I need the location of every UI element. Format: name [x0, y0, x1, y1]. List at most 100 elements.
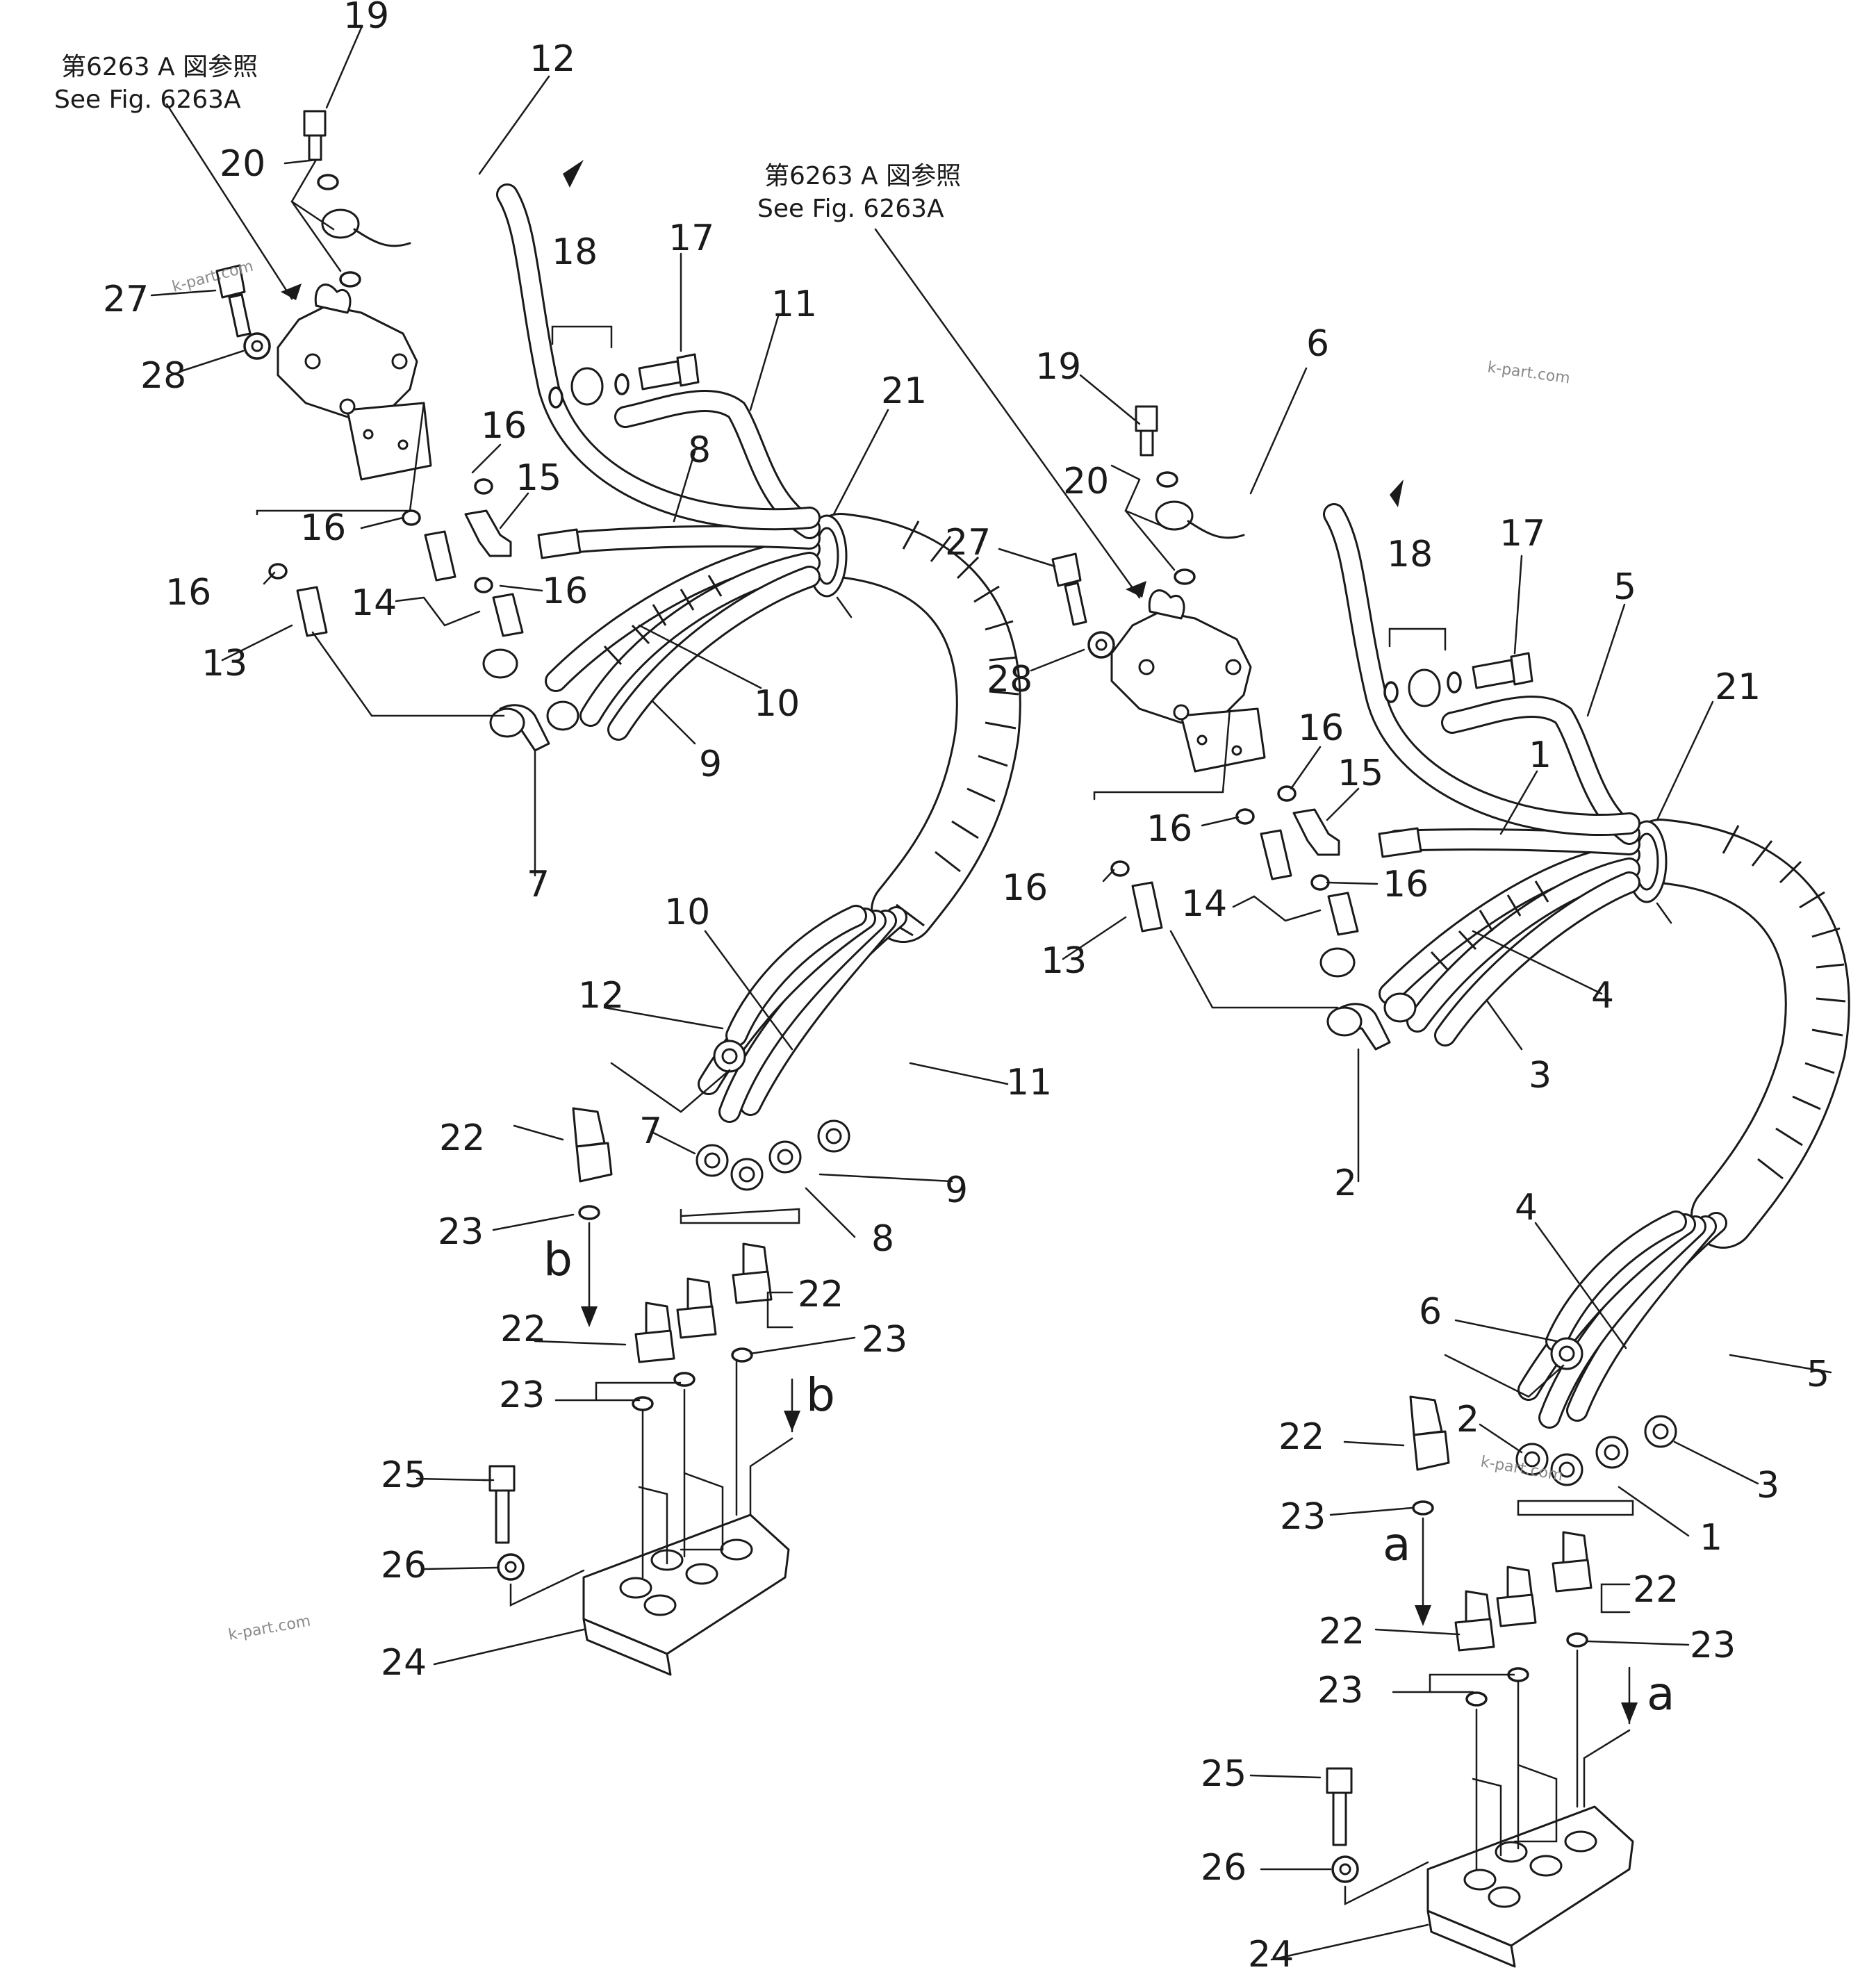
left-lower-hoses: [696, 905, 907, 1191]
callout-1: 1: [1529, 734, 1552, 776]
callout-21: 21: [1715, 666, 1761, 708]
callout-15: 15: [516, 457, 561, 499]
callout-27: 27: [103, 279, 149, 320]
callout-18: 18: [552, 231, 598, 273]
left-elbow-fittings-22: [572, 1107, 773, 1411]
left-hose-bundle: [806, 513, 1021, 943]
callout-24: 24: [381, 1642, 427, 1684]
callout-23: 23: [438, 1211, 484, 1253]
right-elbow-fittings-22: [1409, 1395, 1593, 1707]
callout-20: 20: [1063, 461, 1109, 502]
callout-3: 3: [1756, 1465, 1779, 1507]
right-small-fittings: [1051, 405, 1533, 1051]
callout-23: 23: [499, 1374, 545, 1416]
callout-14: 14: [351, 582, 397, 624]
right-leaders: [874, 228, 1832, 1961]
callout-2: 2: [1456, 1399, 1479, 1440]
right-callouts: 19 6 20 27 28 18 17 5 21 1 16 16 16 16 1…: [757, 162, 1829, 1970]
callout-4: 4: [1515, 1187, 1538, 1229]
callout-7: 7: [527, 864, 550, 905]
right-manifold-block-24: [1326, 1767, 1634, 1968]
callout-13: 13: [201, 643, 247, 684]
left-leaders: [150, 26, 1009, 1666]
callout-16: 16: [1298, 707, 1344, 749]
fig-reference-jp: 第6263 A 図参照: [61, 53, 258, 81]
callout-19: 19: [343, 0, 389, 37]
callout-22: 22: [439, 1117, 485, 1159]
callout-15: 15: [1338, 753, 1383, 794]
callout-16: 16: [1002, 867, 1048, 909]
callout-6: 6: [1419, 1291, 1442, 1333]
fig-reference-en: See Fig. 6263A: [54, 85, 241, 114]
left-assembly: 19 12 20 27 28 18 17 11 21 16 16 16 16 1…: [54, 0, 1052, 1684]
callout-23: 23: [1280, 1496, 1326, 1538]
callout-16: 16: [300, 507, 346, 549]
callout-25: 25: [1201, 1753, 1246, 1795]
callout-26: 26: [1201, 1847, 1246, 1889]
callout-10: 10: [664, 892, 710, 933]
callout-16: 16: [1383, 864, 1429, 905]
callout-13: 13: [1041, 940, 1087, 982]
callout-23: 23: [862, 1319, 907, 1361]
callout-16: 16: [165, 572, 211, 614]
fig-reference-jp: 第6263 A 図参照: [764, 162, 961, 190]
right-hose-bundle: [1626, 819, 1850, 1249]
callout-23: 23: [1317, 1670, 1363, 1712]
callout-3: 3: [1529, 1055, 1552, 1097]
callout-17: 17: [1499, 513, 1545, 555]
callout-5: 5: [1613, 566, 1636, 608]
callout-4: 4: [1591, 975, 1614, 1017]
flow-letter-b: b: [806, 1368, 835, 1422]
callout-11: 11: [1006, 1062, 1052, 1103]
left-pilot-valve: [277, 284, 432, 481]
callout-8: 8: [871, 1218, 894, 1260]
callout-28: 28: [987, 659, 1032, 700]
callout-17: 17: [668, 217, 714, 259]
flow-letter-a: a: [1647, 1667, 1675, 1721]
callout-25: 25: [381, 1454, 427, 1496]
callout-10: 10: [754, 683, 800, 725]
right-assembly: 19 6 20 27 28 18 17 5 21 1 16 16 16 16 1…: [757, 162, 1850, 1970]
callout-12: 12: [578, 975, 624, 1017]
right-lower-hoses: [1515, 1210, 1727, 1486]
callout-19: 19: [1035, 346, 1081, 388]
watermark: k-part.com: [1486, 359, 1571, 387]
callout-18: 18: [1387, 534, 1433, 575]
left-manifold-block-24: [488, 1465, 790, 1676]
callout-1: 1: [1700, 1517, 1722, 1559]
callout-28: 28: [140, 355, 186, 397]
callout-14: 14: [1181, 883, 1227, 925]
callout-9: 9: [699, 744, 722, 785]
callout-2: 2: [1334, 1163, 1357, 1204]
callout-27: 27: [945, 522, 991, 564]
callout-21: 21: [881, 370, 927, 412]
right-hoses-to-manifold: [1323, 503, 1640, 1046]
callout-22: 22: [1278, 1416, 1324, 1458]
callout-6: 6: [1306, 323, 1329, 365]
callout-9: 9: [945, 1169, 968, 1211]
fig-reference-en: See Fig. 6263A: [757, 195, 944, 223]
left-small-fittings: [215, 110, 700, 752]
flow-letter-b: b: [543, 1233, 573, 1286]
callout-11: 11: [771, 284, 817, 325]
right-pilot-valve: [1110, 589, 1266, 773]
callout-23: 23: [1690, 1625, 1736, 1666]
callout-22: 22: [1633, 1569, 1679, 1611]
callout-7: 7: [639, 1110, 662, 1152]
callout-20: 20: [220, 143, 265, 185]
callout-8: 8: [688, 429, 711, 471]
flow-letter-a: a: [1383, 1518, 1410, 1571]
callout-16: 16: [481, 405, 527, 447]
callout-16: 16: [542, 571, 588, 612]
callout-24: 24: [1248, 1934, 1294, 1970]
callout-22: 22: [500, 1308, 546, 1350]
callout-22: 22: [1319, 1611, 1365, 1652]
callout-5: 5: [1807, 1354, 1829, 1395]
watermark: k-part.com: [227, 1612, 312, 1643]
callout-12: 12: [529, 38, 575, 80]
callout-22: 22: [798, 1274, 844, 1315]
callout-26: 26: [381, 1545, 427, 1586]
callout-16: 16: [1146, 808, 1192, 850]
